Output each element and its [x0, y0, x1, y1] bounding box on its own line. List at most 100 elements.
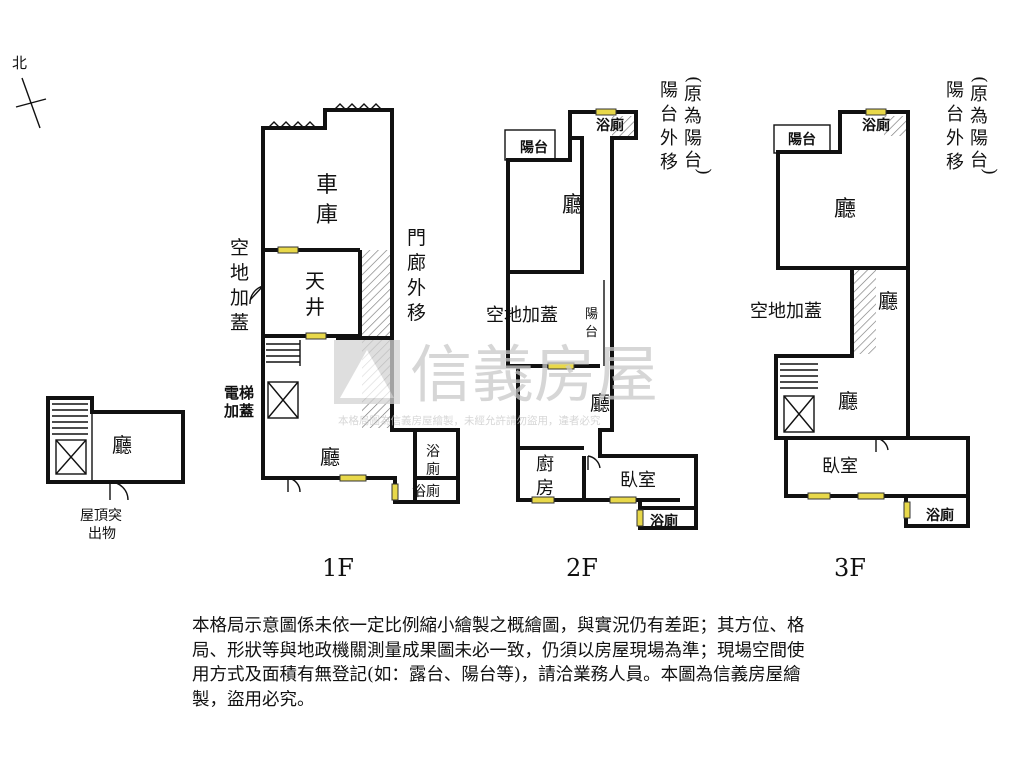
f2-paren-v-5: 台 — [684, 150, 702, 171]
f3-window-2 — [807, 492, 831, 500]
north-arrow: 北 — [12, 54, 47, 129]
f1-skylight-label-2: 井 — [305, 295, 325, 319]
f3-yard-label: 空地加蓋 — [750, 301, 822, 322]
f2-bedroom-label: 臥室 — [620, 470, 656, 491]
f3-bath-top-label: 浴廁 — [862, 117, 890, 134]
f1-yard-v-1: 空 — [230, 237, 249, 259]
f3-stair-hatch — [854, 270, 876, 354]
f2-title: 2F — [566, 554, 598, 582]
f1-title: 1F — [322, 554, 354, 582]
f1-porch-v-1: 門 — [407, 227, 426, 249]
f2-balcony-v-2: 台 — [585, 325, 598, 340]
f2-bath-bottom-label: 浴廁 — [650, 513, 678, 530]
f1-yard-v-3: 加 — [230, 287, 249, 309]
f3-bath-bottom-label: 浴廁 — [926, 507, 954, 524]
f2-window-2 — [547, 362, 575, 370]
f1-window-3 — [339, 474, 367, 482]
f1-porch-v-3: 外 — [407, 277, 426, 299]
roof-caption-2: 出物 — [88, 526, 116, 542]
roof-stairs — [52, 403, 88, 435]
f2-door — [587, 455, 601, 470]
f3-balcony-label: 陽台 — [788, 131, 816, 148]
f3-paren-v-6: ) — [979, 168, 1000, 175]
f2-window-1 — [595, 108, 617, 116]
f2-top-left — [506, 138, 572, 272]
f3-bedroom-label: 臥室 — [822, 456, 858, 477]
roof-plan: 廳 屋頂突 出物 — [46, 396, 185, 542]
f2-window-5 — [636, 509, 644, 527]
f1-garage-label-2: 庫 — [316, 203, 338, 228]
f2-hall-mid-label: 廳 — [590, 391, 610, 415]
watermark-brand: 信義房屋 — [410, 338, 658, 411]
roof-caption-1: 屋頂突 — [80, 508, 122, 524]
f2-balcony-label: 陽台 — [520, 139, 548, 156]
f1-hall-label: 廳 — [320, 445, 340, 469]
roof-door — [109, 481, 129, 501]
f1-bath2-label: 浴廁 — [412, 483, 440, 500]
f1-bath-v-1: 浴 — [426, 444, 440, 460]
f1-window-4 — [391, 483, 399, 501]
f2-note-v-2: 台 — [660, 104, 678, 125]
f2-kitchen-label-1: 廚 — [536, 453, 554, 475]
f3-note-v-1: 陽 — [946, 80, 964, 101]
watermark-small: 本格局圖為信義房屋繪製，未經允許請勿盜用，違者必究 — [338, 414, 601, 427]
f3-note-v-2: 台 — [946, 104, 964, 125]
f2-note-v-4: 移 — [660, 152, 678, 173]
floor-1f: 車 庫 天 井 空 地 加 蓋 門 廊 外 移 電梯 加蓋 廳 浴 廁 浴廁 1… — [223, 103, 460, 582]
roof-elevator — [55, 439, 87, 475]
f1-stairs — [266, 340, 301, 366]
f1-garage-label-1: 車 — [316, 173, 338, 198]
f3-note-v-3: 外 — [946, 128, 964, 149]
f3-window-4 — [903, 501, 911, 519]
f1-window-2 — [305, 332, 327, 340]
f1-skylight-label-1: 天 — [305, 269, 325, 293]
f2-hall-top-label: 廳 — [562, 193, 584, 218]
f3-elevator — [783, 395, 815, 433]
f3-stairs — [780, 363, 818, 389]
f3-bath-hatch — [884, 116, 906, 136]
watermark-logo-icon — [334, 340, 400, 404]
f3-hall-low-label: 廳 — [838, 389, 858, 413]
floor-2f: 陽台 浴廁 陽 台 外 移 ( 原 為 陽 台 ) 廳 空地加蓋 陽 台 廳 廚… — [486, 76, 714, 582]
f2-paren-v-4: 陽 — [684, 128, 702, 149]
f3-door — [875, 437, 889, 452]
f3-balcony-box — [773, 124, 831, 154]
f3-paren-v-5: 台 — [970, 150, 988, 171]
f2-window-4 — [609, 496, 637, 504]
f2-bath-top-label: 浴廁 — [596, 117, 624, 134]
f1-bath-v-2: 廁 — [426, 461, 440, 478]
roof-outline — [46, 396, 185, 484]
f3-window-3 — [857, 492, 885, 500]
f3-window-1 — [865, 108, 887, 116]
f2-note-v-1: 陽 — [660, 80, 678, 101]
f1-window-1 — [277, 246, 299, 254]
f1-yard-v-2: 地 — [230, 262, 249, 284]
f2-paren-v-1: ( — [683, 76, 704, 83]
f2-window-3 — [531, 496, 555, 504]
f1-yard-v-4: 蓋 — [230, 312, 249, 334]
f2-balcony-box — [504, 129, 556, 161]
roof-hall-label: 廳 — [112, 433, 132, 457]
f1-elevator-label-2: 加蓋 — [223, 402, 254, 420]
f2-paren-v-6: ) — [693, 168, 714, 175]
f1-elevator-label-1: 電梯 — [224, 384, 254, 402]
f1-porch-v-4: 移 — [407, 302, 426, 324]
f2-paren-v-2: 原 — [684, 84, 702, 105]
north-label: 北 — [12, 54, 27, 72]
f2-bath-hatch — [612, 116, 634, 136]
f2-yard-label: 空地加蓋 — [486, 305, 558, 326]
f1-front-door — [287, 477, 301, 493]
f1-garage-zigzag — [267, 103, 383, 129]
f1-porch-v-2: 廊 — [407, 252, 426, 274]
f2-note-v-3: 外 — [660, 128, 678, 149]
f3-hall-mid-label: 廳 — [878, 289, 898, 313]
f3-hall-top-label: 廳 — [834, 197, 856, 222]
f3-paren-v-2: 原 — [970, 84, 988, 105]
f3-title: 3F — [834, 554, 866, 582]
floor-3f: 陽台 浴廁 陽 台 外 移 ( 原 為 陽 台 ) 廳 空地加蓋 廳 廳 臥室 … — [750, 76, 1000, 582]
f2-kitchen-label-2: 房 — [536, 478, 554, 499]
north-arrow-cross — [15, 98, 47, 108]
f3-paren-v-1: ( — [969, 76, 990, 83]
f2-balcony-v-1: 陽 — [585, 307, 598, 322]
f3-paren-v-4: 陽 — [970, 128, 988, 149]
